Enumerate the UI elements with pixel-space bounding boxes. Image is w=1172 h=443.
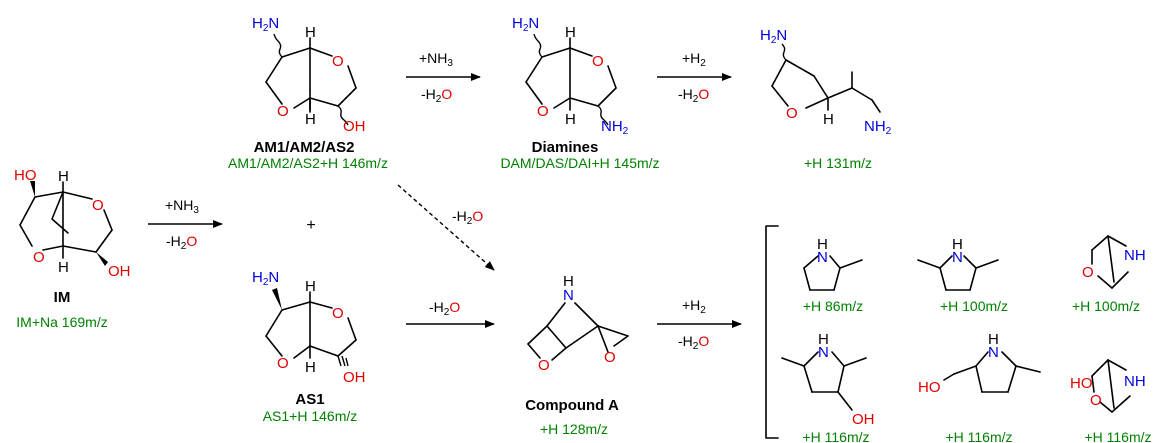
cond-im-h2o: -H2O — [166, 233, 197, 252]
product-oxa-azabicycle: NH O — [1082, 235, 1146, 289]
diamine-nh2-top: H2N — [512, 15, 539, 34]
compa-n: N — [563, 287, 574, 304]
cond-im-nh3: +NH3 — [165, 197, 199, 216]
diamines-mz: DAM/DAS/DAI+H 145m/z — [500, 155, 659, 171]
product-bracket — [765, 225, 779, 439]
am-label: AM1/AM2/AS2 — [254, 139, 355, 156]
diamines-label: Diamines — [532, 139, 599, 156]
diamine-o-left: O — [537, 103, 549, 120]
product-5-mz: +H 116m/z — [945, 429, 1012, 443]
open-h: H — [823, 111, 834, 128]
im-label: IM — [54, 289, 71, 306]
svg-text:N: N — [817, 249, 828, 266]
compa-h: H — [563, 273, 574, 290]
compound-a-label: Compound A — [525, 397, 619, 414]
svg-text:H: H — [817, 236, 828, 253]
molecule-open-amine: H2N O H NH2 — [760, 27, 892, 137]
cond-diamines-h2: +H2 — [682, 50, 706, 69]
cond-am-nh3: +NH3 — [419, 50, 453, 69]
product-3-mz: +H 100m/z — [1072, 298, 1140, 314]
am-mz: AM1/AM2/AS2+H 146m/z — [228, 155, 388, 171]
diamine-h-top: H — [565, 24, 576, 41]
product-hydroxy-oxa-azabicycle: NH HO O — [1070, 359, 1146, 413]
cond-diamines-h2o: -H2O — [678, 86, 709, 105]
product-2-mz: +H 100m/z — [940, 298, 1008, 314]
svg-text:N: N — [818, 344, 829, 361]
molecule-am: H2N H H O O OH — [252, 15, 366, 135]
open-nh2-bottom: NH2 — [864, 118, 892, 137]
svg-text:N: N — [952, 249, 963, 266]
molecule-as1: H2N H H O O OH — [252, 269, 366, 386]
svg-text:HO: HO — [1070, 375, 1093, 392]
as1-oh-label: OH — [343, 369, 366, 386]
svg-text:NH: NH — [1124, 373, 1146, 390]
compound-a-mz: +H 128m/z — [540, 421, 608, 437]
molecule-diamines: H2N H H O O NH2 — [512, 15, 629, 137]
open-nh2-top: H2N — [760, 27, 787, 46]
cond-dashed-h2o: -H2O — [452, 208, 483, 227]
im-h-top: H — [58, 168, 69, 185]
as1-h-top: H — [305, 278, 316, 295]
svg-text:H: H — [988, 331, 999, 348]
compa-o-right: O — [604, 349, 616, 366]
product-hydroxymethyl-pyrrolidine: N H HO — [918, 331, 1041, 396]
product-methylpyrrolidine: N H — [803, 236, 863, 291]
im-mz: IM+Na 169m/z — [16, 314, 107, 330]
im-o-left: O — [33, 249, 45, 266]
im-oh-label: OH — [108, 263, 131, 280]
diamine-nh2-bottom: NH2 — [601, 118, 629, 137]
as1-h-bottom: H — [305, 359, 316, 376]
open-o: O — [786, 105, 798, 122]
im-o-right: O — [92, 197, 104, 214]
svg-text:H: H — [952, 236, 963, 253]
am-oh-label: OH — [343, 118, 366, 135]
diamine-o-right: O — [592, 53, 604, 70]
product-hydroxy-dimethylpyrrolidine: N H OH — [781, 331, 875, 428]
svg-text:O: O — [1082, 264, 1094, 281]
am-o-right: O — [332, 53, 344, 70]
compa-o-left: O — [538, 357, 550, 374]
cond-as1-h2o: -H2O — [429, 299, 460, 318]
open-mz: +H 131m/z — [804, 155, 872, 171]
product-4-mz: +H 116m/z — [802, 429, 869, 443]
svg-text:NH: NH — [1124, 247, 1146, 264]
as1-nh2-label: H2N — [252, 269, 279, 288]
molecule-compound-a: N H O O — [527, 273, 629, 374]
svg-text:N: N — [988, 344, 999, 361]
am-o-left: O — [277, 103, 289, 120]
cond-am-h2o: -H2O — [421, 86, 452, 105]
svg-text:O: O — [1090, 392, 1102, 409]
as1-o-left: O — [277, 355, 289, 372]
product-1-mz: +H 86m/z — [803, 298, 863, 314]
arrow-dashed-cyclization — [397, 184, 495, 271]
am-h-bottom: H — [305, 111, 316, 128]
diamine-h-bottom: H — [565, 111, 576, 128]
svg-text:H: H — [818, 331, 829, 348]
product-6-mz: +H 116m/z — [1084, 429, 1151, 443]
cond-compa-h2: +H2 — [682, 297, 706, 316]
as1-mz: AS1+H 146m/z — [263, 408, 358, 424]
molecule-im: HO O O OH H H — [14, 167, 131, 280]
product-dimethylpyrrolidine: N H — [917, 236, 999, 291]
svg-text:HO: HO — [918, 379, 941, 396]
as1-o-right: O — [332, 305, 344, 322]
cond-compa-h2o: -H2O — [678, 333, 709, 352]
im-ho-label: HO — [14, 167, 37, 184]
plus-sign: + — [306, 217, 315, 234]
im-h-bottom: H — [58, 259, 69, 276]
am-h-top: H — [305, 24, 316, 41]
svg-text:OH: OH — [852, 411, 875, 428]
as1-label: AS1 — [295, 391, 324, 408]
am-nh2-label: H2N — [252, 15, 279, 34]
